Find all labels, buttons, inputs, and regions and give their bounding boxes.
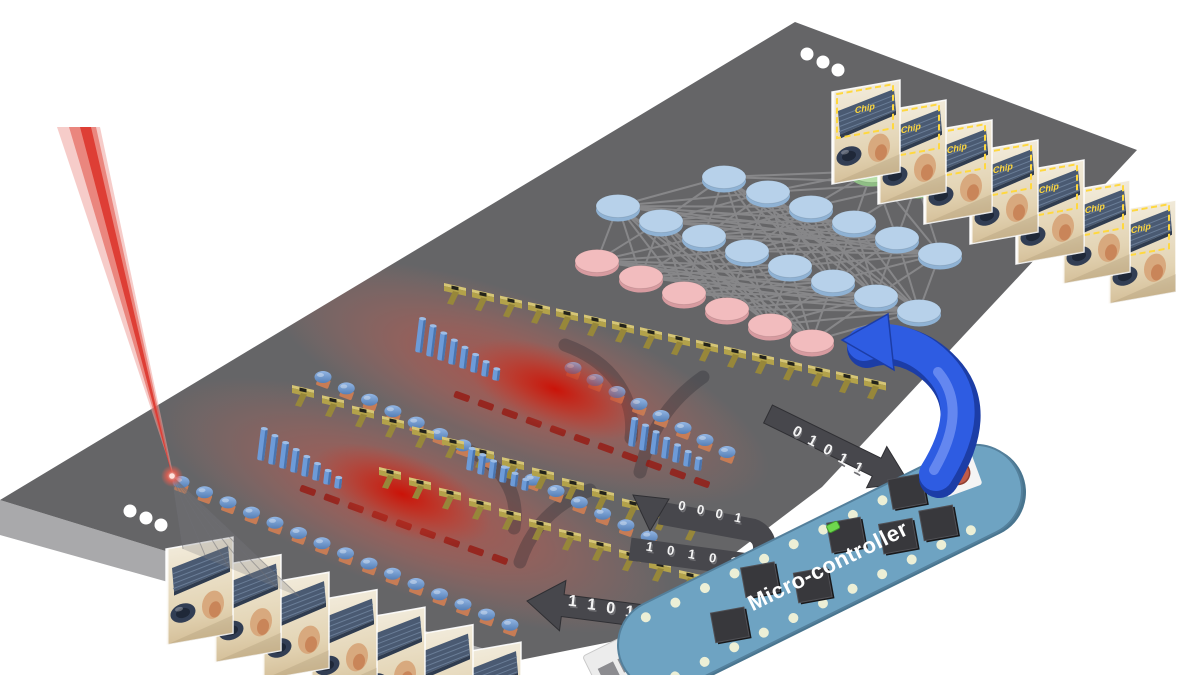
grating-comb — [466, 446, 530, 491]
nn-hidden-node-1 — [810, 269, 856, 297]
nn-hidden-node-1 — [638, 209, 684, 237]
detection-bounding-box — [1020, 163, 1078, 220]
nn-hidden-node-2 — [745, 180, 791, 208]
nn-input-node — [618, 265, 664, 293]
nn-hidden-node-2 — [874, 226, 920, 254]
detection-bounding-box — [1066, 183, 1124, 240]
detection-label: Chip — [1039, 181, 1060, 195]
nn-hidden-node-1 — [681, 224, 727, 252]
nn-hidden-node-1 — [595, 194, 641, 222]
nn-hidden-node-1 — [853, 284, 899, 312]
svg-text:0: 0 — [708, 550, 718, 566]
nn-input-node — [661, 281, 707, 309]
grating-comb — [628, 416, 703, 471]
waveguide-ribbon — [513, 483, 597, 569]
board-chip — [709, 606, 752, 645]
nn-input-node — [704, 297, 750, 325]
board-led — [826, 520, 841, 533]
svg-text:0: 0 — [709, 552, 719, 568]
detection-bounding-box — [836, 83, 894, 140]
board-chip — [877, 517, 920, 556]
nn-input-node — [789, 329, 835, 357]
svg-text:0: 0 — [715, 508, 725, 524]
optical-field-core — [465, 338, 645, 440]
svg-text:0: 0 — [678, 500, 688, 516]
detection-bounding-box — [882, 103, 940, 160]
svg-text:1: 1 — [567, 593, 578, 611]
svg-text:0: 0 — [605, 600, 616, 618]
svg-text:0: 0 — [677, 498, 687, 514]
detection-label: Chip — [993, 161, 1014, 175]
nn-hidden-node-2 — [701, 165, 747, 193]
nn-hidden-node-2 — [917, 242, 963, 270]
detection-label: Chip — [947, 141, 968, 155]
heater-electrode-row — [444, 283, 886, 400]
svg-text:0: 0 — [606, 602, 617, 620]
svg-text:0: 0 — [696, 502, 706, 518]
board-chip — [792, 566, 835, 605]
svg-text:1: 1 — [624, 603, 635, 621]
grating-comb — [415, 317, 501, 381]
detection-bounding-box — [928, 123, 986, 180]
svg-text:1: 1 — [646, 541, 656, 557]
nn-hidden-node-1 — [896, 299, 942, 327]
svg-text:1: 1 — [587, 598, 598, 616]
nn-input-node — [574, 249, 620, 277]
detection-label: Chip — [1131, 221, 1152, 235]
nn-hidden-node-2 — [788, 195, 834, 223]
laser-scan-fan — [171, 475, 301, 598]
svg-text:1: 1 — [568, 595, 579, 613]
optical-field-core — [312, 443, 492, 545]
nn-hidden-node-1 — [724, 239, 770, 267]
nn-hidden-node-1 — [767, 254, 813, 282]
detection-bounding-box — [974, 143, 1032, 200]
board-chip — [887, 473, 929, 511]
nn-input-node — [747, 313, 793, 341]
svg-text:0: 0 — [714, 506, 724, 522]
feedback-blue-arrow — [840, 312, 981, 498]
output-image-stack-photo: Chip — [831, 79, 901, 185]
detection-label: Chip — [855, 101, 876, 115]
grating-comb — [257, 427, 343, 489]
ellipsis-dots — [123, 47, 845, 532]
detection-label: Chip — [1085, 201, 1106, 215]
svg-text:0: 0 — [697, 504, 707, 520]
board-chip — [918, 504, 961, 543]
svg-text:1: 1 — [687, 546, 697, 562]
board-pads — [640, 480, 976, 675]
svg-text:1: 1 — [733, 510, 743, 526]
svg-text:1: 1 — [645, 539, 655, 555]
input-image-stack-photo — [165, 536, 234, 646]
binary-adc-arrow: 001100111101011 — [762, 404, 910, 489]
svg-text:0: 0 — [666, 542, 676, 558]
svg-text:1: 1 — [734, 512, 744, 528]
detection-label: Chip — [901, 121, 922, 135]
svg-text:1: 1 — [688, 548, 698, 564]
svg-text:0: 0 — [667, 544, 677, 560]
svg-text:1: 1 — [586, 596, 597, 614]
board-chip — [740, 561, 782, 600]
nn-hidden-node-2 — [831, 210, 877, 238]
detection-bounding-box — [1112, 203, 1170, 260]
laser-beam — [57, 127, 183, 487]
